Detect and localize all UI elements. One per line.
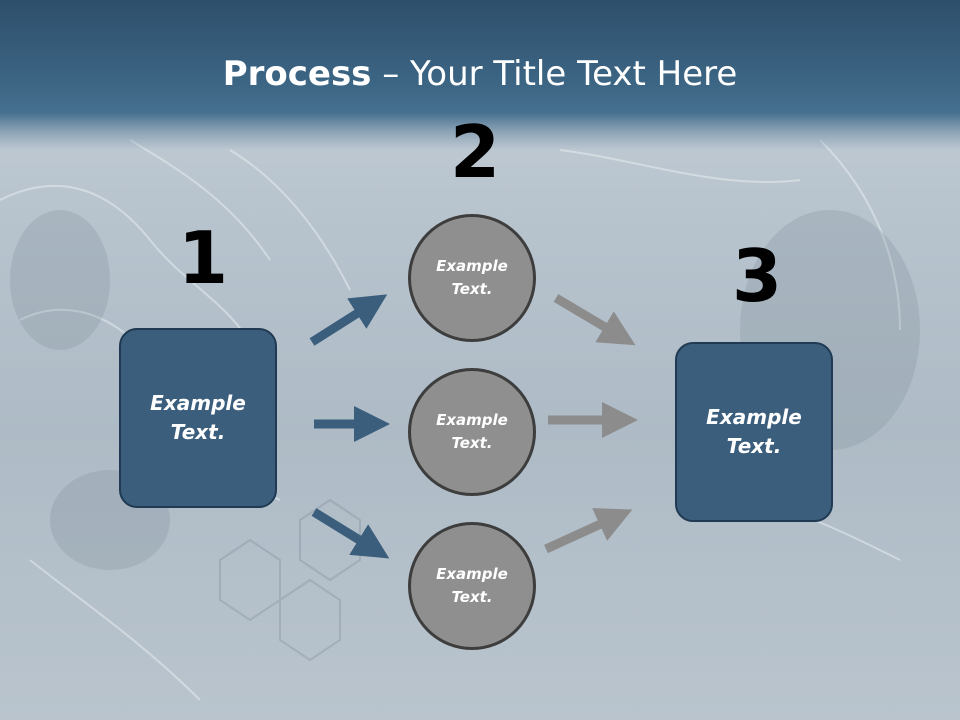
step-3-box: Example Text.: [675, 342, 833, 522]
step-2-circle-middle: Example Text.: [408, 368, 536, 496]
slide-title: Process – Your Title Text Here: [0, 52, 960, 96]
title-bold: Process: [222, 54, 372, 94]
arrow-gray-up: [544, 508, 633, 554]
step-2-circle-bottom: Example Text.: [408, 522, 536, 650]
step-number-3: 3: [732, 234, 783, 318]
step-number-1: 1: [178, 216, 229, 300]
step-number-2: 2: [450, 110, 501, 194]
step-2-circle-middle-text: Example Text.: [436, 411, 508, 452]
step-2-circle-top-text: Example Text.: [436, 257, 508, 298]
step-2-circle-top: Example Text.: [408, 214, 536, 342]
arrow-gray-down: [553, 294, 636, 346]
step-3-text: Example Text.: [706, 405, 802, 458]
step-1-box: Example Text.: [119, 328, 277, 508]
step-1-text: Example Text.: [150, 391, 246, 444]
arrow-blue-down: [311, 508, 390, 559]
step-2-circle-bottom-text: Example Text.: [436, 565, 508, 606]
title-bar: [0, 0, 960, 150]
title-rest: – Your Title Text Here: [371, 54, 738, 94]
arrow-blue-up: [309, 294, 388, 346]
